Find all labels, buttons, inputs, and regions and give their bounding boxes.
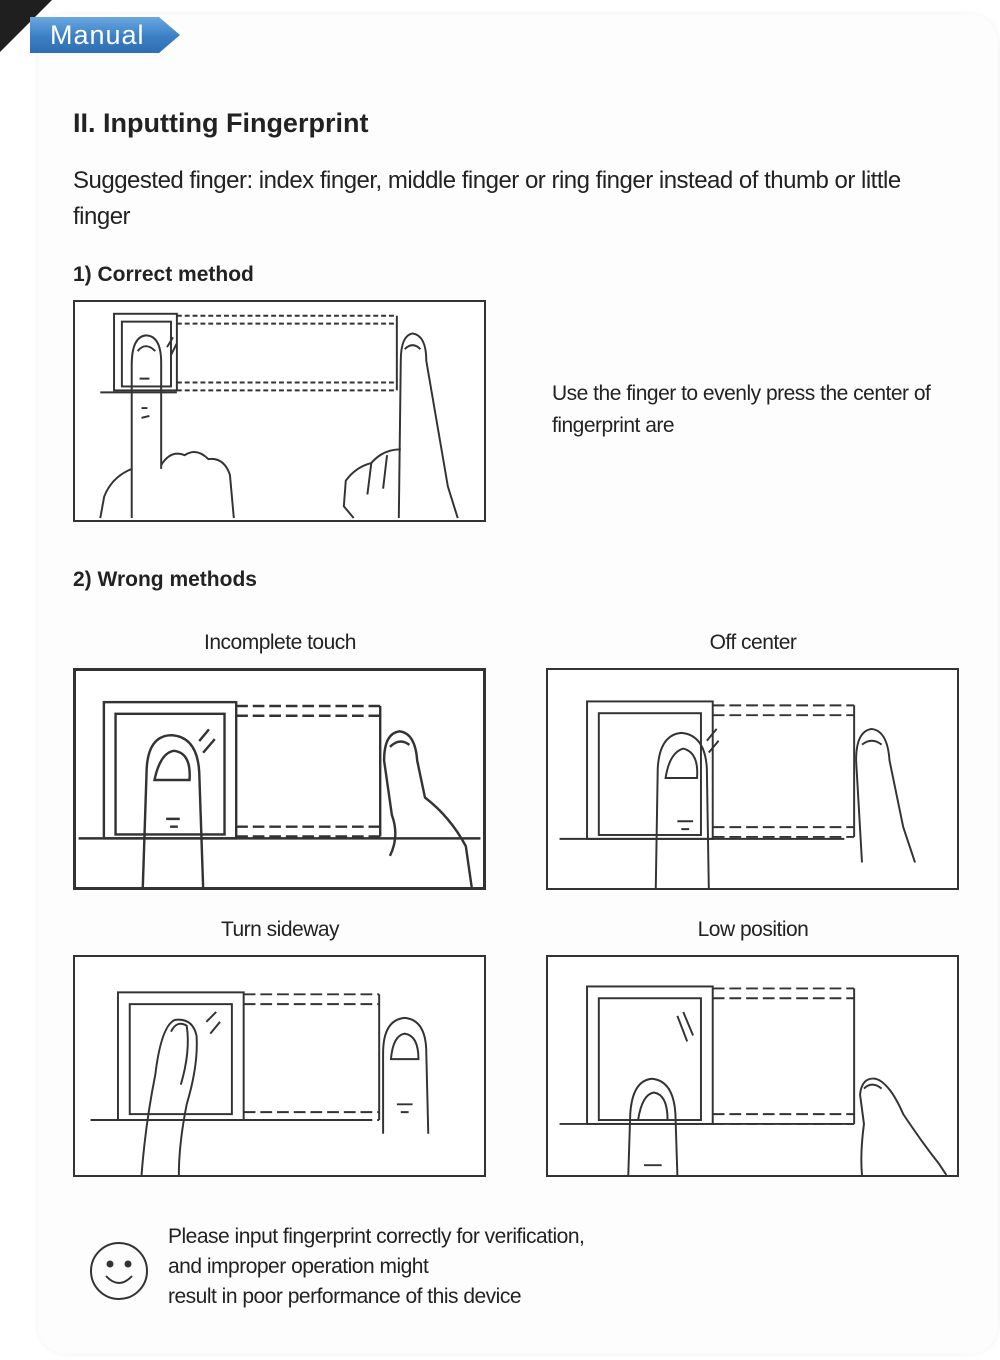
finger-off-center-icon: [559, 700, 916, 888]
section-title: II. Inputting Fingerprint: [73, 108, 369, 138]
notice-line-2: and improper operation might: [168, 1255, 429, 1278]
manual-tab-label: Manual: [50, 19, 145, 50]
intro-text: Suggested finger: index finger, middle f…: [73, 167, 901, 230]
caption-low-position: Low position: [697, 918, 809, 941]
finger-turn-sideway-icon: [90, 991, 430, 1175]
caption-incomplete-touch: Incomplete touch: [204, 631, 356, 654]
turn-sideway-illustration: [73, 955, 486, 1177]
incomplete-touch-illustration: [73, 668, 486, 890]
low-position-illustration: [546, 955, 959, 1177]
finger-correct-icon: [99, 312, 459, 519]
finger-incomplete-touch-icon: [78, 700, 481, 887]
caption-off-center: Off center: [709, 631, 797, 654]
finger-low-position-icon: [559, 985, 948, 1175]
notice-text: Please input fingerprint correctly for v…: [168, 1222, 728, 1312]
correct-method-heading: 1) Correct method: [73, 263, 254, 286]
wrong-methods-heading: 2) Wrong methods: [73, 568, 257, 591]
off-center-illustration: [546, 668, 959, 890]
correct-method-illustration: [73, 300, 486, 522]
smiley-icon: [90, 1242, 148, 1300]
caption-turn-sideway: Turn sideway: [220, 918, 340, 941]
notice-line-3: result in poor performance of this devic…: [168, 1285, 522, 1308]
correct-method-description: Use the finger to evenly press the cente…: [552, 382, 931, 437]
manual-tab: Manual: [30, 17, 180, 53]
notice-line-1: Please input fingerprint correctly for v…: [168, 1225, 585, 1248]
